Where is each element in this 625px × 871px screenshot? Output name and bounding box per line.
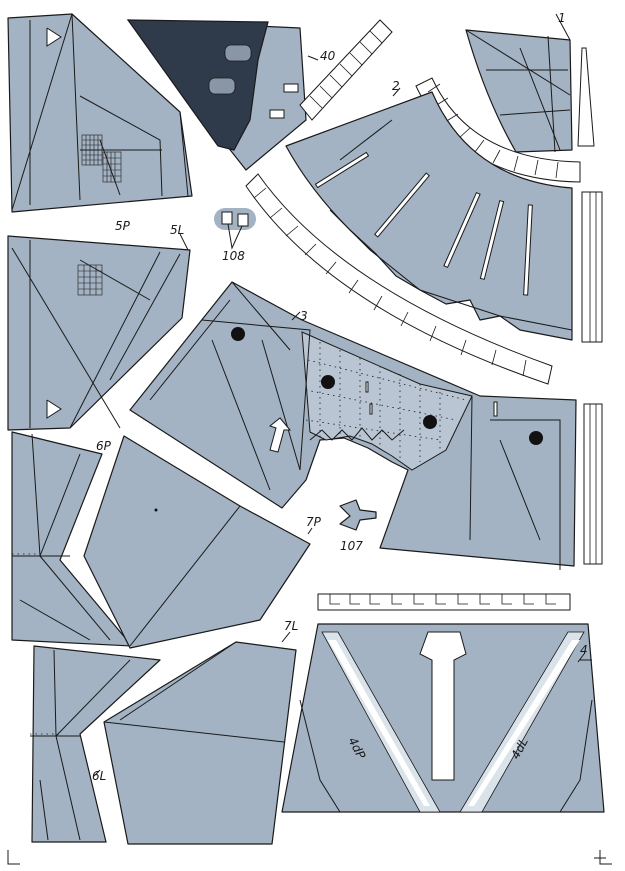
tab-strip-a	[299, 19, 393, 121]
part-3[interactable]: 3	[129, 281, 577, 570]
hole-1	[231, 327, 245, 341]
tab-strip-d	[317, 593, 571, 611]
arrow-up-icon	[268, 417, 292, 453]
part-40[interactable]: 40	[126, 19, 336, 171]
side-strip-2	[583, 403, 603, 565]
label-4: 4	[580, 643, 588, 657]
side-strip-1	[581, 191, 603, 343]
tab-strip-c	[245, 173, 553, 385]
label-107: 107	[340, 539, 363, 553]
part-7L[interactable]: 7L	[103, 619, 298, 845]
label-108: 108	[222, 249, 245, 263]
part-107[interactable]: 107	[339, 499, 377, 553]
part-5P[interactable]: 5P	[7, 13, 193, 233]
label-7P: 7P	[306, 515, 322, 529]
part-1[interactable]: 1	[465, 11, 573, 153]
small-strip-1	[577, 47, 595, 147]
label-40: 40	[320, 49, 336, 63]
hole-2	[321, 375, 335, 389]
label-5P: 5P	[115, 219, 131, 233]
registration-mark-right	[594, 850, 612, 865]
part-6P[interactable]: 6P	[11, 431, 133, 647]
label-3: 3	[300, 309, 308, 323]
part-108[interactable]: 108	[214, 208, 256, 263]
part-4[interactable]: 4dP 4dL 4	[281, 623, 605, 813]
part-2[interactable]: 2	[285, 79, 573, 341]
label-1: 1	[558, 11, 566, 25]
part-5L[interactable]: 5L	[7, 223, 191, 431]
label-2: 2	[392, 79, 400, 93]
label-6L: 6L	[92, 769, 106, 783]
hole-3	[423, 415, 437, 429]
label-7L: 7L	[284, 619, 298, 633]
hole-4	[529, 431, 543, 445]
panel-detail-icon	[208, 44, 252, 95]
part-7P[interactable]: 7P	[83, 435, 322, 649]
registration-mark-left	[7, 850, 20, 865]
label-6P: 6P	[96, 439, 112, 453]
part-6L[interactable]: 6L	[30, 645, 161, 843]
label-5L: 5L	[170, 223, 184, 237]
